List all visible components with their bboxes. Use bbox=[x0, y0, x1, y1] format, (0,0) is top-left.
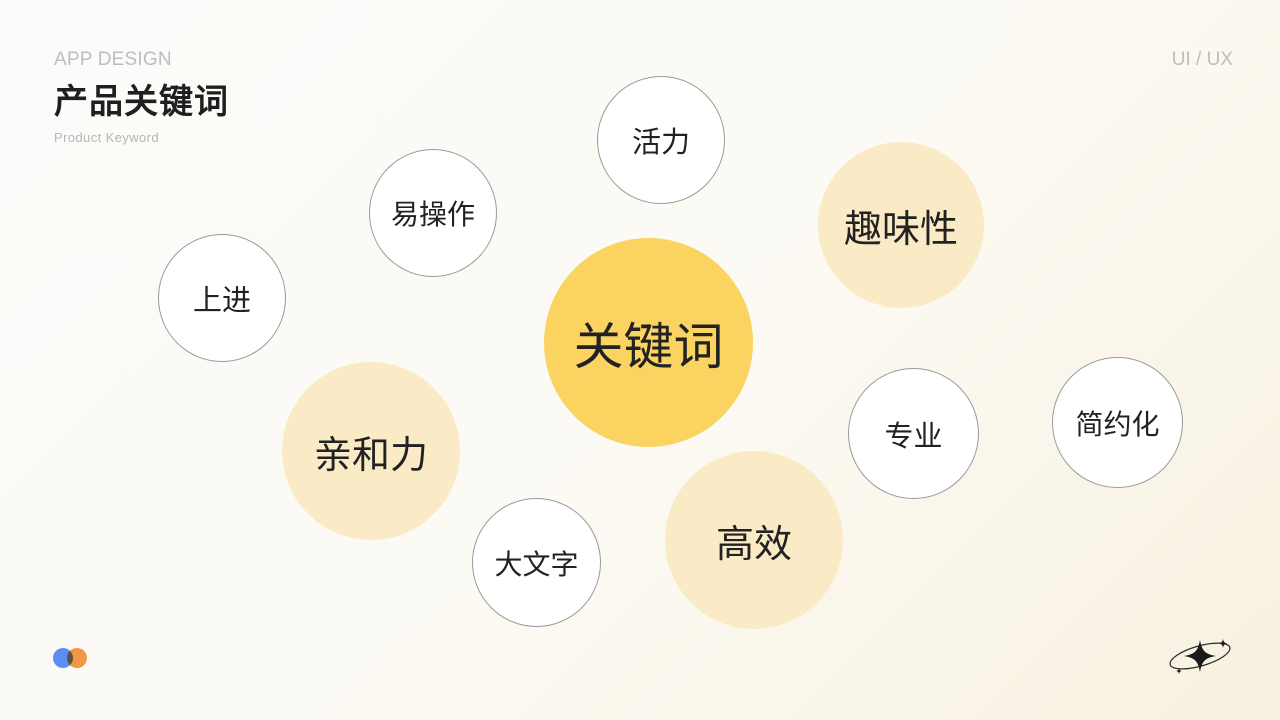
orange-dot bbox=[67, 648, 87, 668]
four-point-star-orbit-icon bbox=[1169, 639, 1231, 674]
header-left: APP DESIGN 产品关键词 Product Keyword bbox=[54, 48, 229, 145]
keyword-dawenzi: 大文字 bbox=[472, 498, 601, 627]
eyebrow-label: APP DESIGN bbox=[54, 49, 172, 70]
keyword-label: 易操作 bbox=[390, 198, 475, 231]
two-overlapping-dots-icon bbox=[53, 648, 89, 668]
keyword-qinheli: 亲和力 bbox=[282, 362, 460, 540]
keyword-label: 活力 bbox=[631, 125, 690, 159]
keyword-label: 专业 bbox=[884, 418, 943, 453]
keyword-huoli: 活力 bbox=[597, 76, 725, 204]
keyword-quweixing: 趣味性 bbox=[818, 142, 984, 308]
keyword-center-label: 关键词 bbox=[573, 317, 724, 376]
ui-ux-label: UI / UX bbox=[1171, 49, 1233, 70]
keyword-gaoxiao: 高效 bbox=[665, 451, 843, 629]
keyword-label: 简约化 bbox=[1075, 407, 1160, 441]
keyword-label: 上进 bbox=[192, 283, 251, 317]
keyword-label: 亲和力 bbox=[313, 432, 428, 477]
page-subtitle: Product Keyword bbox=[54, 130, 159, 145]
keyword-yicaozuo: 易操作 bbox=[369, 149, 497, 277]
keyword-label: 高效 bbox=[715, 521, 792, 566]
keyword-jianyuehua: 简约化 bbox=[1052, 357, 1183, 488]
keyword-label: 趣味性 bbox=[843, 206, 958, 251]
keyword-zhuanye: 专业 bbox=[848, 368, 979, 499]
keyword-shangjin: 上进 bbox=[158, 234, 286, 362]
keyword-center: 关键词 bbox=[544, 238, 753, 447]
page-title: 产品关键词 bbox=[54, 82, 229, 122]
keyword-label: 大文字 bbox=[494, 547, 579, 581]
